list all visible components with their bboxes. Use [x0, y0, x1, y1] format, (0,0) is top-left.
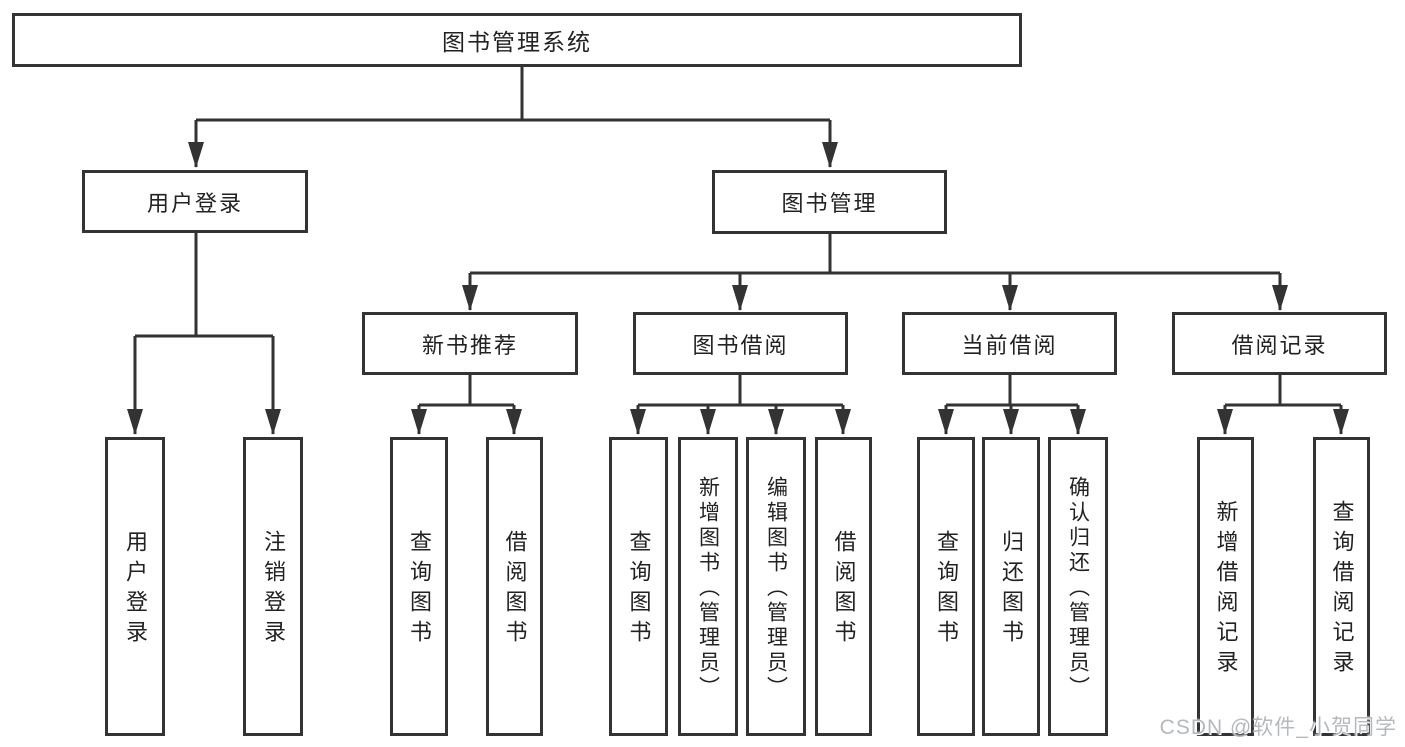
leaf-user-login: 用户登录 [105, 437, 165, 736]
node-new-book-recommend: 新书推荐 [362, 312, 578, 375]
node-user-login: 用户登录 [82, 170, 308, 233]
leaf-query-books-borrow: 查询图书 [609, 437, 668, 736]
leaf-confirm-return-admin: 确认归还（管理员） [1048, 437, 1108, 736]
leaf-return-books: 归还图书 [982, 437, 1040, 736]
node-borrowing-records: 借阅记录 [1172, 312, 1387, 375]
node-book-management: 图书管理 [712, 170, 947, 234]
node-current-borrowing: 当前借阅 [902, 312, 1117, 375]
leaf-query-books-recommend: 查询图书 [390, 437, 448, 736]
leaf-query-books-current: 查询图书 [917, 437, 975, 736]
node-book-borrowing: 图书借阅 [633, 312, 848, 375]
watermark-text: CSDN @软件_小贺同学 [1159, 716, 1397, 739]
leaf-logout-login: 注销登录 [243, 437, 303, 736]
leaf-borrow-books: 借阅图书 [815, 437, 872, 736]
leaf-borrow-books-recommend: 借阅图书 [486, 437, 543, 736]
leaf-add-borrow-record: 新增借阅记录 [1197, 437, 1254, 736]
leaf-edit-books-admin: 编辑图书（管理员） [746, 437, 806, 736]
leaf-query-borrow-record: 查询借阅记录 [1313, 437, 1370, 736]
leaf-add-books-admin: 新增图书（管理员） [678, 437, 738, 736]
node-library-management-system: 图书管理系统 [12, 13, 1022, 67]
